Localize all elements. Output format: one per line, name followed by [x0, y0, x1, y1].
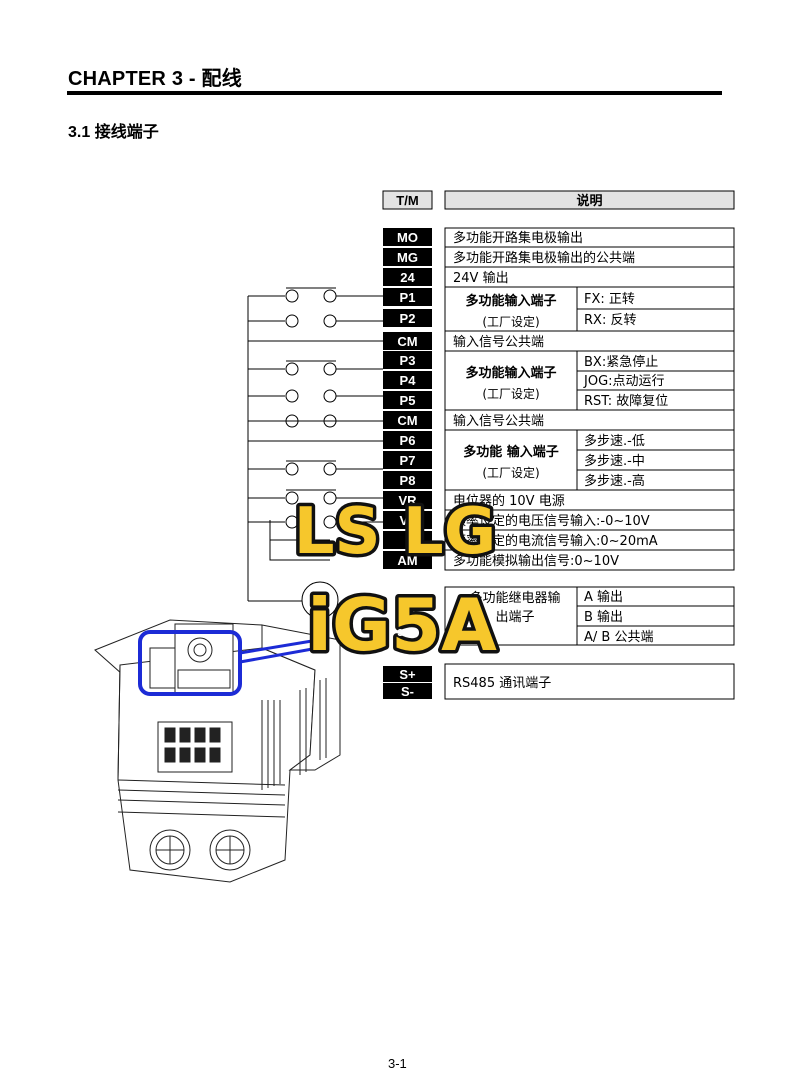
desc-jog: JOG:点动运行	[583, 374, 665, 389]
col-header-desc: 说明	[576, 193, 602, 209]
terminal-box-p7	[383, 451, 432, 469]
watermark-line2: iG5A	[307, 583, 497, 667]
desc-rs485: RS485 通讯端子	[453, 676, 551, 691]
chapter-divider	[67, 91, 722, 95]
desc-ab-common: A/ B 公共端	[584, 630, 653, 645]
terminal-box-cm2	[383, 411, 432, 429]
terminal-label-cm2: CM	[397, 413, 417, 428]
terminal-relay-fragment: 30	[397, 628, 409, 639]
terminal-label-p6: P6	[400, 433, 416, 448]
terminal-label-p2: P2	[400, 311, 416, 326]
highlight-outline	[138, 630, 319, 696]
desc-i: 频率设定的电流信号输入:0~20mA	[453, 533, 658, 549]
desc-factory-1: (工厂设定)	[482, 314, 539, 329]
terminal-box-mg	[383, 248, 432, 266]
terminal-box-i	[383, 531, 432, 549]
desc-am: 多功能模拟输出信号:0~10V	[453, 553, 619, 569]
watermark-overlay: LS LG iG5A 30	[290, 492, 500, 671]
terminal-label-vr: VR	[398, 493, 417, 508]
terminal-label-p4: P4	[400, 373, 417, 388]
terminal-label-am: AM	[397, 553, 417, 568]
desc-speed-mid: 多步速.-中	[584, 453, 645, 469]
desc-relay-line1: 多功能继电器输	[469, 590, 560, 606]
inverter-drawing	[94, 619, 341, 883]
desc-speed-high: 多步速.-高	[584, 473, 645, 489]
terminal-label-t24: 24	[400, 270, 415, 285]
desc-24: 24V 输出	[453, 270, 509, 286]
terminal-label-p7: P7	[400, 453, 416, 468]
desc-multi-input-3: 多功能 输入端子	[463, 444, 559, 460]
desc-factory-2: (工厂设定)	[482, 386, 539, 401]
section-title: 3.1 接线端子	[68, 124, 159, 141]
terminal-label-p5: P5	[400, 393, 416, 408]
description-text: 多功能开路集电极输出 多功能开路集电极输出的公共端 24V 输出 多功能输入端子…	[453, 230, 668, 691]
terminal-box-p2	[383, 309, 432, 327]
terminal-box-mo	[383, 228, 432, 246]
description-table	[444, 227, 735, 700]
terminal-box-t24	[383, 268, 432, 286]
terminal-label-mo: MO	[397, 230, 418, 245]
terminal-box-am	[383, 551, 432, 569]
switch-wiring	[247, 287, 383, 619]
terminal-box-vr	[383, 491, 432, 509]
table-header: T/M 说明	[382, 190, 735, 210]
desc-rx: RX: 反转	[584, 313, 636, 328]
desc-mg: 多功能开路集电极输出的公共端	[453, 250, 635, 266]
col-header-tm: T/M	[396, 193, 418, 208]
terminal-box-p3	[383, 351, 432, 369]
terminal-box-v1	[383, 511, 432, 529]
desc-b-out: B 输出	[584, 609, 623, 625]
desc-cm-2: 输入信号公共端	[453, 413, 544, 429]
terminal-box-s_plus	[383, 666, 432, 682]
terminal-label-s_plus: S+	[399, 667, 416, 682]
desc-cm-1: 输入信号公共端	[453, 334, 544, 350]
terminal-label-p1: P1	[400, 290, 416, 305]
terminal-label-p8: P8	[400, 473, 416, 488]
terminal-box-p1	[383, 288, 432, 306]
terminal-box-cm1	[383, 332, 432, 350]
desc-bx: BX:紧急停止	[584, 354, 658, 370]
terminal-box-p6	[383, 431, 432, 449]
terminal-label-p3: P3	[400, 353, 416, 368]
desc-relay-line2: 出端子	[495, 610, 534, 625]
desc-vr: 电位器的 10V 电源	[453, 493, 565, 509]
terminal-box-p8	[383, 471, 432, 489]
desc-multi-input-1: 多功能输入端子	[465, 293, 556, 309]
desc-multi-input-2: 多功能输入端子	[465, 365, 556, 381]
terminal-label-v1: V1	[400, 513, 416, 528]
terminal-box-p4	[383, 371, 432, 389]
terminal-box-p5	[383, 391, 432, 409]
terminal-label-s_minus: S-	[401, 684, 414, 699]
chapter-title: CHAPTER 3 - 配线	[68, 68, 242, 90]
desc-a-out: A 输出	[584, 589, 623, 605]
terminal-label-mg: MG	[397, 250, 418, 265]
desc-mo: 多功能开路集电极输出	[453, 230, 583, 246]
page-number: 3-1	[388, 1056, 407, 1071]
terminal-label-cm1: CM	[397, 334, 417, 349]
watermark-line1: LS LG	[294, 495, 496, 569]
terminal-box-s_minus	[383, 683, 432, 699]
desc-v1: 频率设定的电压信号输入:-0~10V	[453, 513, 650, 529]
desc-speed-low: 多步速.-低	[584, 433, 645, 449]
terminal-label-i: I	[406, 533, 410, 548]
desc-factory-3: (工厂设定)	[482, 465, 539, 480]
desc-rst: RST: 故障复位	[584, 394, 668, 409]
desc-fx: FX: 正转	[584, 292, 635, 307]
